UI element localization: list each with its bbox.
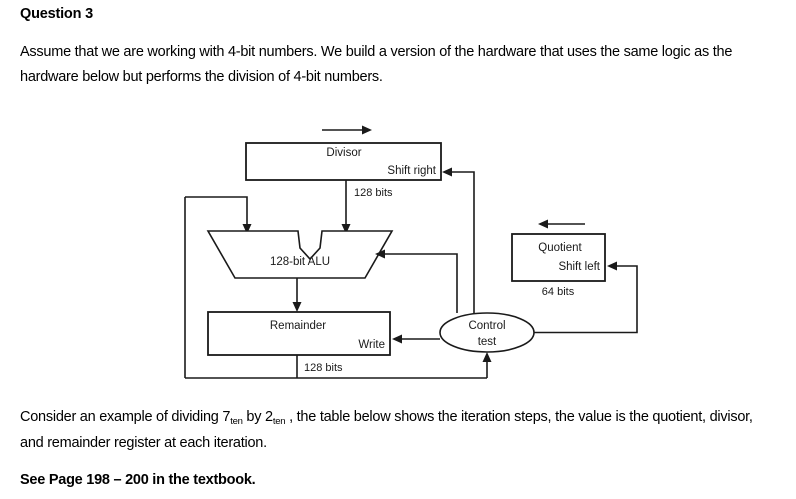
divisor-block: [245, 142, 442, 181]
quotient-bus-label: 64 bits: [542, 286, 575, 298]
alu-block-label: 128-bit ALU: [270, 256, 330, 268]
consider-text-part2: by 2: [242, 409, 273, 425]
quotient-block: [511, 233, 606, 282]
remainder-feedback-path: [184, 196, 487, 379]
quotient-shift-left-label: Shift left: [558, 261, 600, 273]
see-page-note: See Page 198 – 200 in the textbook.: [20, 472, 256, 488]
remainder-write-label: Write: [358, 339, 385, 351]
remainder-block-label: Remainder: [270, 320, 326, 332]
remainder-to-control-arrow: [482, 352, 492, 378]
intro-paragraph: Assume that we are working with 4-bit nu…: [20, 44, 733, 85]
divisor-input-arrow: [322, 125, 372, 135]
divisor-block-label: Divisor: [326, 147, 361, 159]
consider-paragraph: Consider an example of dividing 7ten by …: [20, 405, 772, 456]
control-to-divisor-shiftright-line: [442, 167, 475, 313]
division-hardware-diagram: Divisor Shift right 128 bits 128-bit ALU…: [0, 100, 796, 400]
consider-text-part1: Consider an example of dividing 7: [20, 409, 231, 425]
divisor-to-alu-bus: [341, 180, 351, 234]
control-to-alu-line: [375, 249, 458, 313]
control-to-remainder-write-arrow: [392, 334, 440, 344]
consider-text-part3: , the table below shows the iteration st…: [20, 409, 753, 451]
quotient-block-label: Quotient: [538, 242, 582, 254]
alu-to-remainder-bus: [292, 278, 302, 312]
page-title: Question 3: [20, 6, 93, 22]
divisor-bus-label: 128 bits: [354, 187, 393, 199]
consider-subscript-2: ten: [272, 416, 286, 427]
alu-block: [206, 230, 394, 279]
divisor-shift-right-label: Shift right: [387, 165, 436, 177]
control-block-label-line1: Control: [468, 320, 505, 332]
control-block-label-line2: test: [478, 336, 497, 348]
quotient-input-arrow: [538, 219, 585, 229]
consider-subscript-1: ten: [230, 416, 243, 427]
remainder-block: [207, 311, 391, 356]
control-to-quotient-shiftleft-line: [534, 261, 638, 334]
remainder-bus-label: 128 bits: [304, 362, 343, 374]
